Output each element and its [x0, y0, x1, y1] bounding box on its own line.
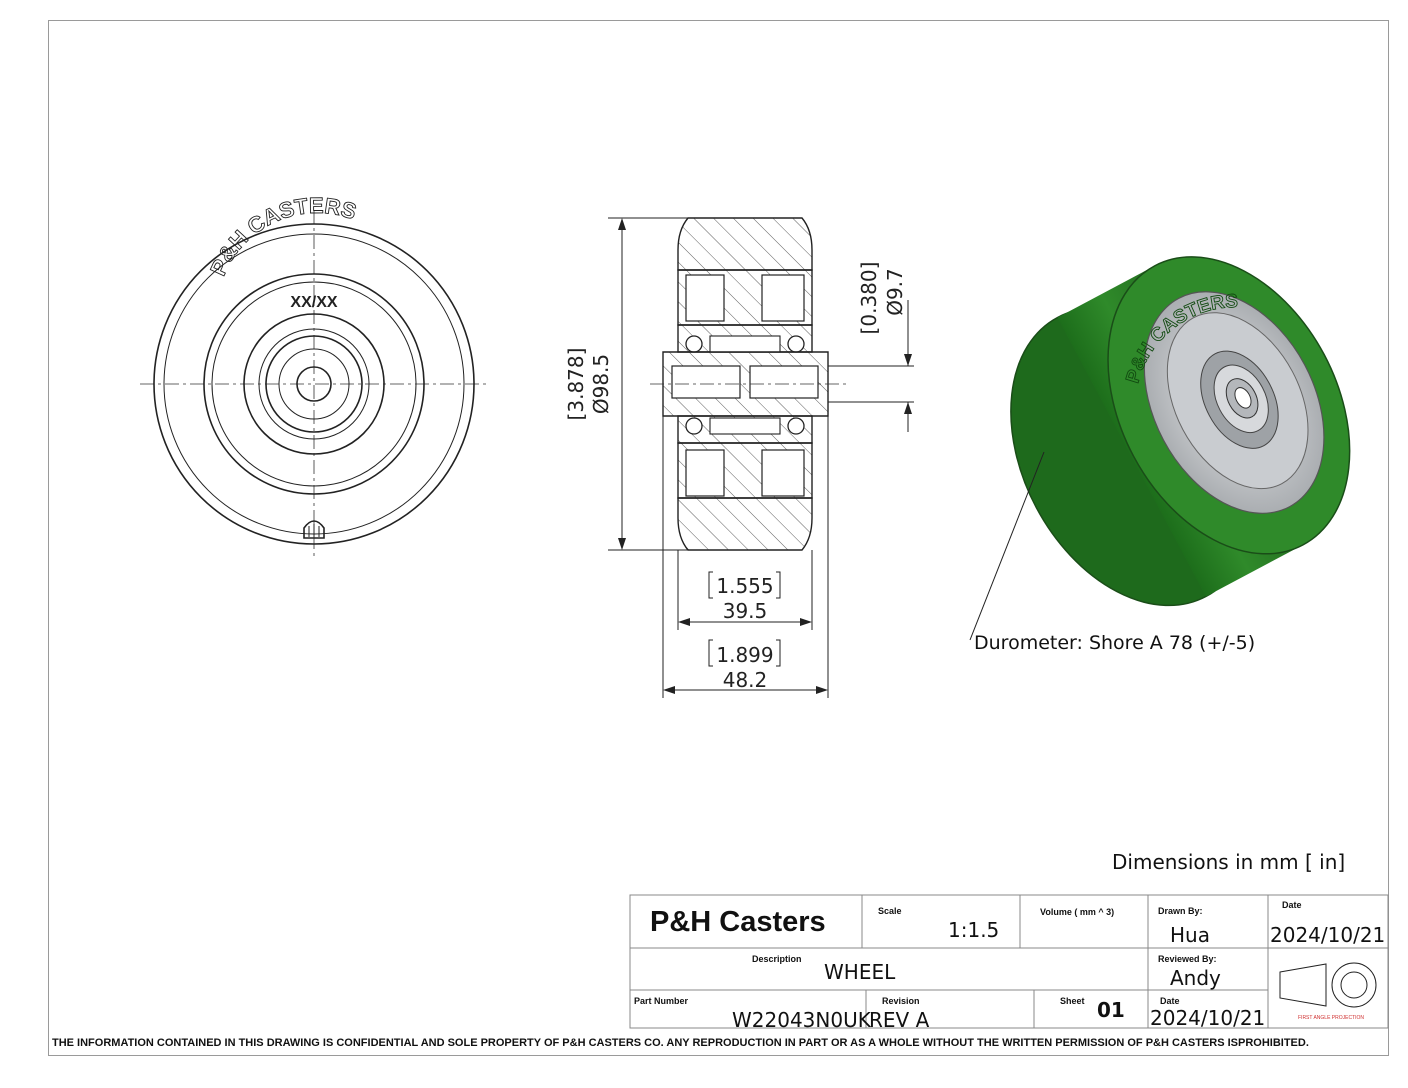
front-view: P&H CASTERS XX/XX [140, 192, 488, 560]
section-view: [3.878] Ø98.5 [0.380] Ø9.7 1.555 39.5 1.… [564, 217, 914, 698]
dim-diameter-mm: Ø98.5 [589, 354, 613, 414]
revision-label: Revision [882, 996, 920, 1006]
revision-value: REV A [869, 1008, 930, 1032]
dim-bore-mm: Ø9.7 [883, 268, 907, 316]
front-hub-rim-circle [203, 273, 425, 495]
front-date-code: XX/XX [290, 294, 337, 311]
description-label: Description [752, 954, 802, 964]
date2-label: Date [1160, 996, 1180, 1006]
durometer-note: Durometer: Shore A 78 (+/-5) [974, 632, 1256, 654]
dim-diameter-in: [3.878] [564, 348, 588, 421]
sheet-value: 01 [1097, 998, 1125, 1022]
front-bearing-outer-circle [243, 313, 385, 455]
front-bearing-inner-circle [265, 335, 363, 433]
front-bore-circle [296, 366, 332, 402]
drawn-by-label: Drawn By: [1158, 906, 1203, 916]
scale-label: Scale [878, 906, 902, 916]
scale-value: 1:1.5 [948, 918, 1000, 942]
section-tread-top [677, 217, 813, 271]
dim-hub-width-mm: 39.5 [723, 599, 768, 623]
front-bearing-race-circle [258, 328, 370, 440]
date2-value: 2024/10/21 [1150, 1006, 1266, 1030]
date-value: 2024/10/21 [1270, 923, 1386, 947]
description-value: WHEEL [824, 960, 896, 984]
reviewed-by-value: Andy [1170, 966, 1221, 990]
dim-overall-width-in: 1.899 [716, 643, 773, 667]
projection-label: FIRST ANGLE PROJECTION [1298, 1015, 1365, 1021]
dim-overall-width-mm: 48.2 [723, 668, 768, 692]
bearing-ball-icon [685, 335, 805, 435]
confidentiality-notice: THE INFORMATION CONTAINED IN THIS DRAWIN… [52, 1037, 1309, 1049]
iso-view: P&H CASTERS [969, 256, 1351, 641]
valve-mark-icon [303, 520, 325, 539]
volume-label: Volume ( mm ^ 3) [1040, 907, 1115, 917]
front-tread-outer-circle [153, 223, 475, 545]
units-note: Dimensions in mm [ in] [1112, 850, 1346, 874]
dim-hub-width-in: 1.555 [716, 574, 773, 598]
date-label: Date [1282, 900, 1302, 910]
section-tread-bottom [677, 497, 813, 551]
durometer-leader-line [969, 451, 1045, 641]
part-number-value: W22043N0UK [732, 1008, 871, 1032]
front-hub-step-circle [211, 281, 417, 487]
reviewed-by-label: Reviewed By: [1158, 954, 1217, 964]
first-angle-projection-icon [1279, 962, 1377, 1008]
title-block-grid [629, 894, 1389, 1029]
part-number-label: Part Number [634, 996, 689, 1006]
drawing-sheet-border [48, 20, 1389, 1056]
dim-bore-in: [0.380] [857, 262, 881, 335]
company-name: P&H Casters [650, 906, 826, 938]
drawn-by-value: Hua [1170, 923, 1210, 947]
front-spacer-circle [278, 348, 350, 420]
sheet-label: Sheet [1060, 996, 1085, 1006]
